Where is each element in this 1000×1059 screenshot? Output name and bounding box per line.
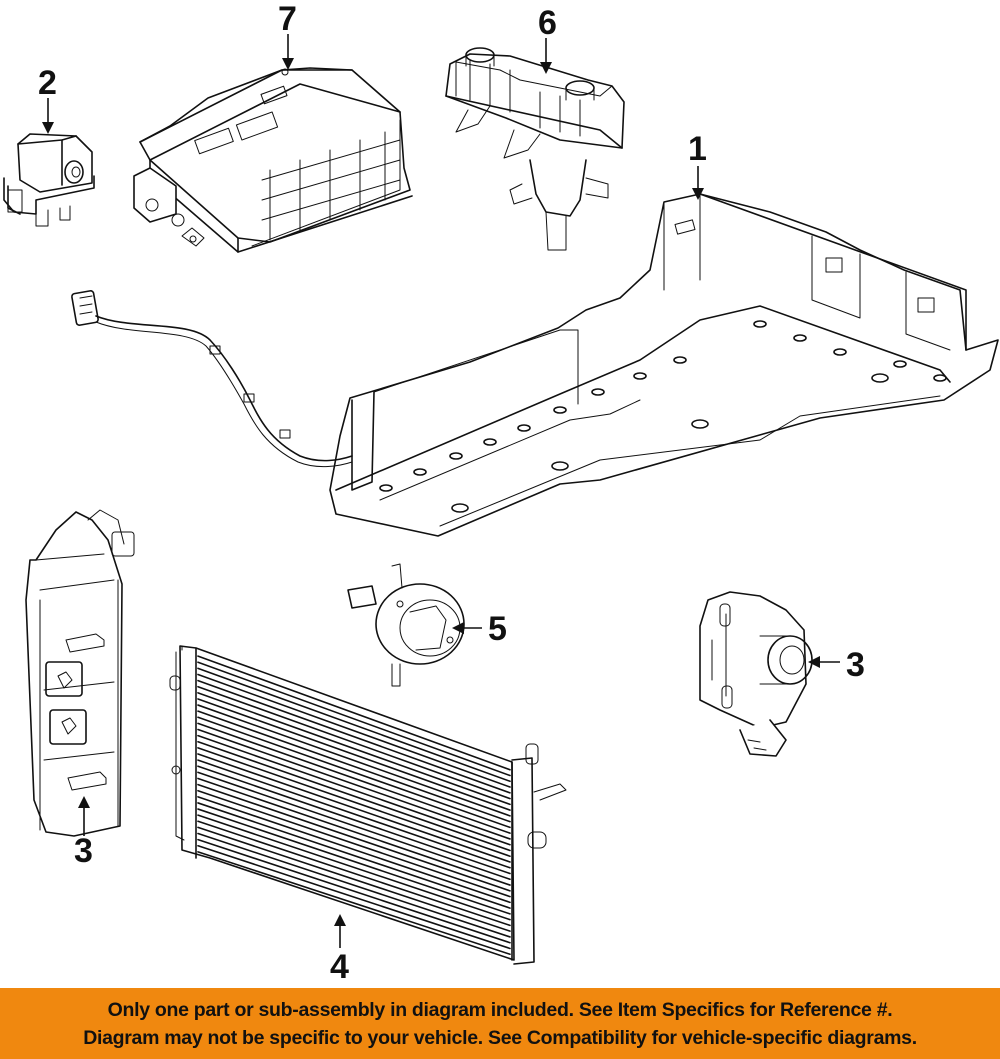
radiator-fin bbox=[197, 783, 511, 892]
callout-1: 1 bbox=[688, 130, 707, 200]
radiator-fin bbox=[197, 728, 511, 840]
radiator-fin bbox=[197, 826, 511, 932]
callout-3-right: 3 bbox=[808, 646, 865, 684]
radiator-fin bbox=[197, 844, 511, 950]
callout-label-7: 7 bbox=[278, 0, 297, 38]
radiator-fin bbox=[197, 698, 511, 811]
charge-port-left[interactable] bbox=[25, 509, 135, 837]
radiator-fin bbox=[197, 722, 511, 834]
battery-tray[interactable] bbox=[329, 193, 999, 537]
callout-label-3-left: 3 bbox=[74, 832, 93, 870]
radiator-fin bbox=[197, 661, 511, 777]
radiator-fin bbox=[197, 740, 511, 852]
radiator-fin bbox=[197, 765, 511, 875]
callout-2: 2 bbox=[38, 64, 57, 134]
radiator-fin bbox=[197, 692, 511, 806]
radiator-fin bbox=[197, 679, 511, 794]
radiator-fin bbox=[197, 685, 511, 800]
radiator-fin bbox=[197, 808, 511, 915]
radiator-fin bbox=[197, 771, 511, 881]
radiator-fin bbox=[197, 747, 511, 858]
callout-label-1: 1 bbox=[688, 130, 707, 168]
radiator-fin bbox=[197, 704, 511, 817]
radiator-fin bbox=[197, 655, 511, 771]
parts-diagram: 1 2 3 3 4 5 6 7 bbox=[3, 0, 999, 986]
callout-label-2: 2 bbox=[38, 64, 57, 102]
radiator-fin bbox=[197, 716, 511, 829]
radiator-fin bbox=[197, 796, 511, 904]
disclaimer-banner: Only one part or sub-assembly in diagram… bbox=[0, 988, 1000, 1059]
callout-6: 6 bbox=[538, 4, 557, 74]
radiator-fin bbox=[197, 734, 511, 846]
callout-label-6: 6 bbox=[538, 4, 557, 42]
radiator-fin bbox=[197, 753, 511, 863]
coolant-reservoir[interactable] bbox=[445, 47, 625, 251]
callout-3-left: 3 bbox=[74, 796, 93, 870]
radiator-fin bbox=[197, 789, 511, 898]
callout-7: 7 bbox=[278, 0, 297, 70]
water-pump[interactable] bbox=[347, 563, 465, 687]
callout-4: 4 bbox=[330, 914, 349, 986]
radiator-fin bbox=[197, 814, 511, 921]
radiator-fin bbox=[197, 759, 511, 869]
radiator-fins bbox=[197, 655, 511, 956]
callout-5: 5 bbox=[452, 610, 507, 648]
disclaimer-line-1: Only one part or sub-assembly in diagram… bbox=[107, 998, 893, 1021]
callout-label-3-right: 3 bbox=[846, 646, 865, 684]
sensor-module[interactable] bbox=[3, 133, 95, 227]
callout-label-5: 5 bbox=[488, 610, 507, 648]
radiator-fin bbox=[197, 673, 511, 788]
disclaimer-line-2: Diagram may not be specific to your vehi… bbox=[83, 1026, 917, 1049]
charge-port-right[interactable] bbox=[699, 591, 813, 757]
radiator-fin bbox=[197, 802, 511, 909]
radiator-fin bbox=[197, 667, 511, 783]
radiator-fin bbox=[197, 820, 511, 927]
radiator-fin bbox=[197, 851, 511, 956]
callout-label-4: 4 bbox=[330, 948, 349, 986]
radiator[interactable] bbox=[169, 645, 567, 965]
radiator-fin bbox=[197, 710, 511, 823]
radiator-fin bbox=[197, 838, 511, 944]
power-inverter-module[interactable] bbox=[133, 67, 413, 253]
radiator-fin bbox=[197, 777, 511, 886]
radiator-fin bbox=[197, 832, 511, 938]
wiring-harness[interactable] bbox=[71, 290, 353, 468]
